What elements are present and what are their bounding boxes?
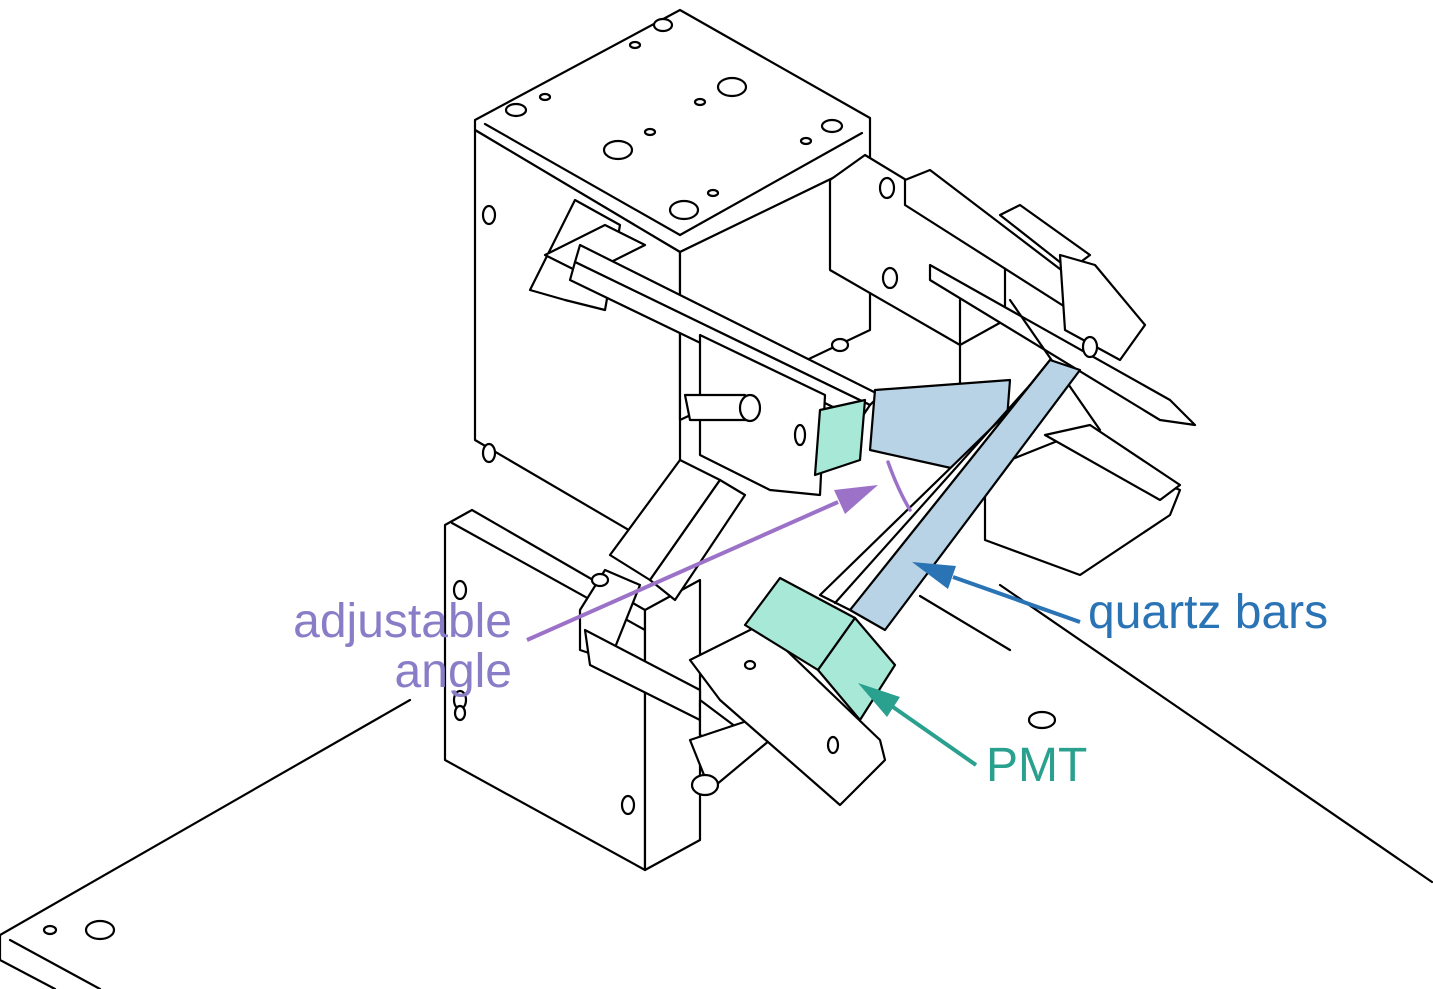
upper-clamp-arm bbox=[528, 198, 882, 497]
adjustable-angle-label-line2: angle bbox=[394, 645, 512, 698]
base-plate bbox=[0, 583, 1433, 989]
angle-marker-arc bbox=[886, 460, 912, 512]
adjustable-angle-label-line1: adjustable bbox=[293, 595, 512, 648]
quartz-bar-diagonal-back bbox=[818, 358, 1052, 612]
upper-right-mechanism bbox=[828, 153, 1197, 577]
lower-rail bbox=[578, 458, 772, 797]
arrow-quartz-bars bbox=[912, 562, 1081, 624]
pmt-label: PMT bbox=[986, 739, 1088, 792]
arrow-pmt bbox=[858, 683, 978, 767]
pmt-mount-lower bbox=[688, 623, 887, 807]
quartz-bars bbox=[818, 358, 1082, 632]
quartz-bars-label: quartz bars bbox=[1088, 586, 1329, 639]
pmt-upper bbox=[813, 398, 867, 477]
adjustable-angle-label: adjustable angle bbox=[250, 597, 512, 697]
arrow-adjustable-angle bbox=[526, 485, 878, 642]
